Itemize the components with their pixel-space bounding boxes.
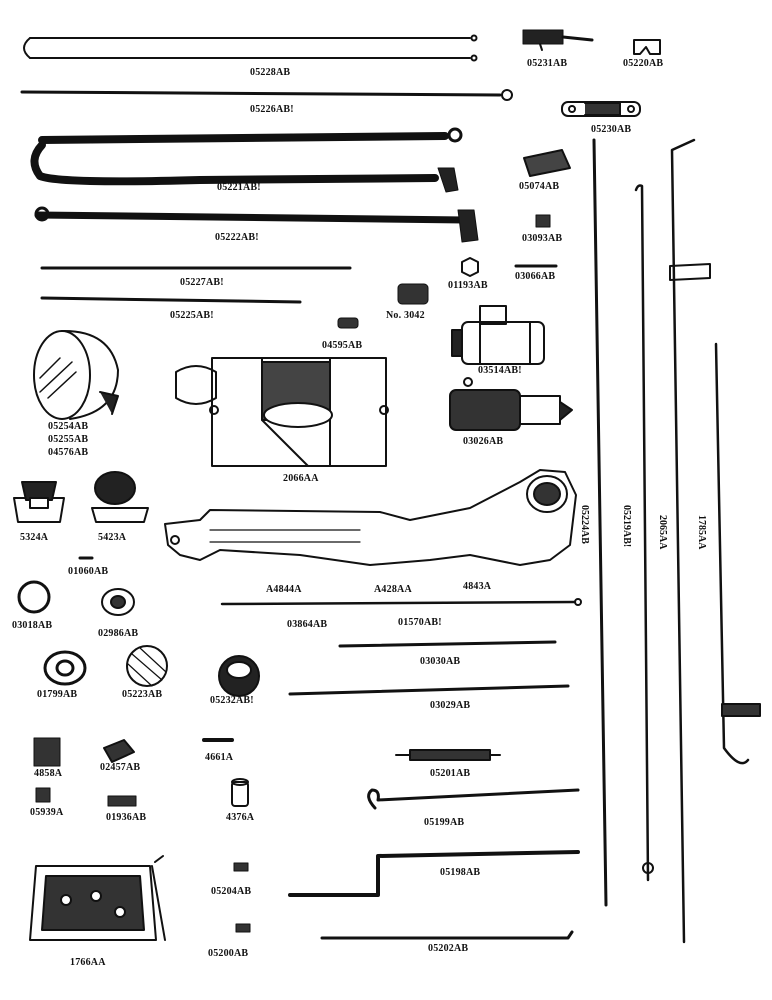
part-05204-drawing — [233, 862, 249, 872]
label-5423: 5423A — [98, 532, 127, 543]
label-02986: 02986AB — [98, 628, 139, 639]
rod-1785-drawing — [714, 342, 750, 765]
generator-03514-drawing — [451, 305, 545, 365]
rod-05198-drawing — [288, 850, 580, 897]
label-05219: 05219AB! — [621, 505, 632, 548]
label-01936: 01936AB — [106, 812, 147, 823]
rod-03864-drawing — [220, 600, 577, 606]
headlamp-05254-drawing — [33, 329, 119, 420]
frame-4843-drawing — [164, 469, 577, 566]
label-05202: 05202AB — [428, 943, 469, 954]
label-03029: 03029AB — [430, 700, 471, 711]
label-03066: 03066AB — [515, 271, 556, 282]
part-01936-drawing — [107, 795, 137, 807]
bracket-05074-drawing — [523, 149, 571, 177]
label-5324: 5324A — [20, 532, 49, 543]
label-4858: 4858A — [34, 768, 63, 779]
label-05254: 05254AB — [48, 421, 89, 432]
label-1785: 1785AA — [696, 515, 707, 550]
label-A428: A428AA — [374, 584, 412, 595]
label-03514: 03514AB! — [478, 365, 522, 376]
part-05939-drawing — [35, 787, 51, 803]
cable-05222-drawing — [34, 206, 479, 243]
part-3042-drawing — [397, 283, 429, 305]
rod-05219-drawing — [634, 184, 650, 882]
starter-03026-drawing — [449, 377, 573, 431]
part-05201-drawing — [395, 749, 501, 761]
cable-05226-drawing — [20, 89, 513, 101]
label-4843: 4843A — [463, 581, 492, 592]
part-04595-drawing — [337, 317, 359, 329]
label-2065: 2065AA — [657, 515, 668, 550]
plate-2066-drawing — [175, 357, 389, 467]
label-04576: 04576AB — [48, 447, 89, 458]
label-01570: 01570AB! — [398, 617, 442, 628]
part-03093-drawing — [535, 214, 551, 228]
washer-01799-drawing — [43, 650, 87, 686]
label-05198: 05198AB — [440, 867, 481, 878]
part-05200-drawing — [235, 923, 251, 933]
rod-2065-drawing — [670, 138, 696, 944]
label-05227: 05227AB! — [180, 277, 224, 288]
label-03093: 03093AB — [522, 233, 563, 244]
connector-05231-drawing — [522, 29, 594, 51]
label-03030: 03030AB — [420, 656, 461, 667]
bracket-02457-drawing — [103, 739, 135, 763]
label-1766: 1766AA — [70, 957, 106, 968]
mount-5324-drawing — [13, 481, 65, 523]
label-05199: 05199AB — [424, 817, 465, 828]
label-02457: 02457AB — [100, 762, 141, 773]
label-05222: 05222AB! — [215, 232, 259, 243]
nut-01193-drawing — [461, 257, 479, 277]
label-05201: 05201AB — [430, 768, 471, 779]
disc-05223-drawing — [126, 645, 168, 687]
label-05939: 05939A — [30, 807, 64, 818]
clip-05220-drawing — [633, 39, 661, 55]
part-4376-drawing — [231, 778, 249, 807]
label-05204: 05204AB — [211, 886, 252, 897]
rod-03029-drawing — [288, 684, 570, 696]
rod-03030-drawing — [338, 640, 557, 648]
label-05074: 05074AB — [519, 181, 560, 192]
cable-05221-drawing — [30, 127, 463, 193]
label-05232: 05232AB! — [210, 695, 254, 706]
rod-05224-drawing — [592, 138, 608, 907]
label-01060: 01060AB — [68, 566, 109, 577]
rod-05199-drawing — [367, 788, 580, 810]
cable-05228-drawing — [23, 34, 478, 62]
label-01193: 01193AB — [448, 280, 488, 291]
part-4858-drawing — [33, 737, 61, 767]
label-03018: 03018AB — [12, 620, 53, 631]
label-3042: No. 3042 — [386, 310, 425, 321]
label-05200: 05200AB — [208, 948, 249, 959]
label-03864: 03864AB — [287, 619, 328, 630]
label-05225: 05225AB! — [170, 310, 214, 321]
label-05231: 05231AB — [527, 58, 568, 69]
cap-05232-drawing — [218, 655, 260, 697]
label-05220: 05220AB — [623, 58, 664, 69]
label-03026: 03026AB — [463, 436, 504, 447]
part-02986-drawing — [101, 588, 135, 616]
box-1766-drawing — [29, 855, 166, 941]
label-05224: 05224AB — [579, 505, 590, 544]
label-2066: 2066AA — [283, 473, 319, 484]
rod-05202-drawing — [320, 930, 574, 940]
ring-03018-drawing — [17, 580, 51, 614]
label-05228: 05228AB — [250, 67, 291, 78]
label-05226: 05226AB! — [250, 104, 294, 115]
cable-05225-drawing — [40, 296, 302, 304]
label-04595: 04595AB — [322, 340, 363, 351]
label-01799: 01799AB — [37, 689, 78, 700]
label-A4844: A4844A — [266, 584, 302, 595]
label-05221: 05221AB! — [217, 182, 261, 193]
label-05223: 05223AB — [122, 689, 163, 700]
strap-05230-drawing — [561, 101, 641, 117]
label-05255: 05255AB — [48, 434, 89, 445]
label-05230: 05230AB — [591, 124, 632, 135]
mount-5423-drawing — [91, 471, 149, 523]
label-4661: 4661A — [205, 752, 234, 763]
label-4376: 4376A — [226, 812, 255, 823]
